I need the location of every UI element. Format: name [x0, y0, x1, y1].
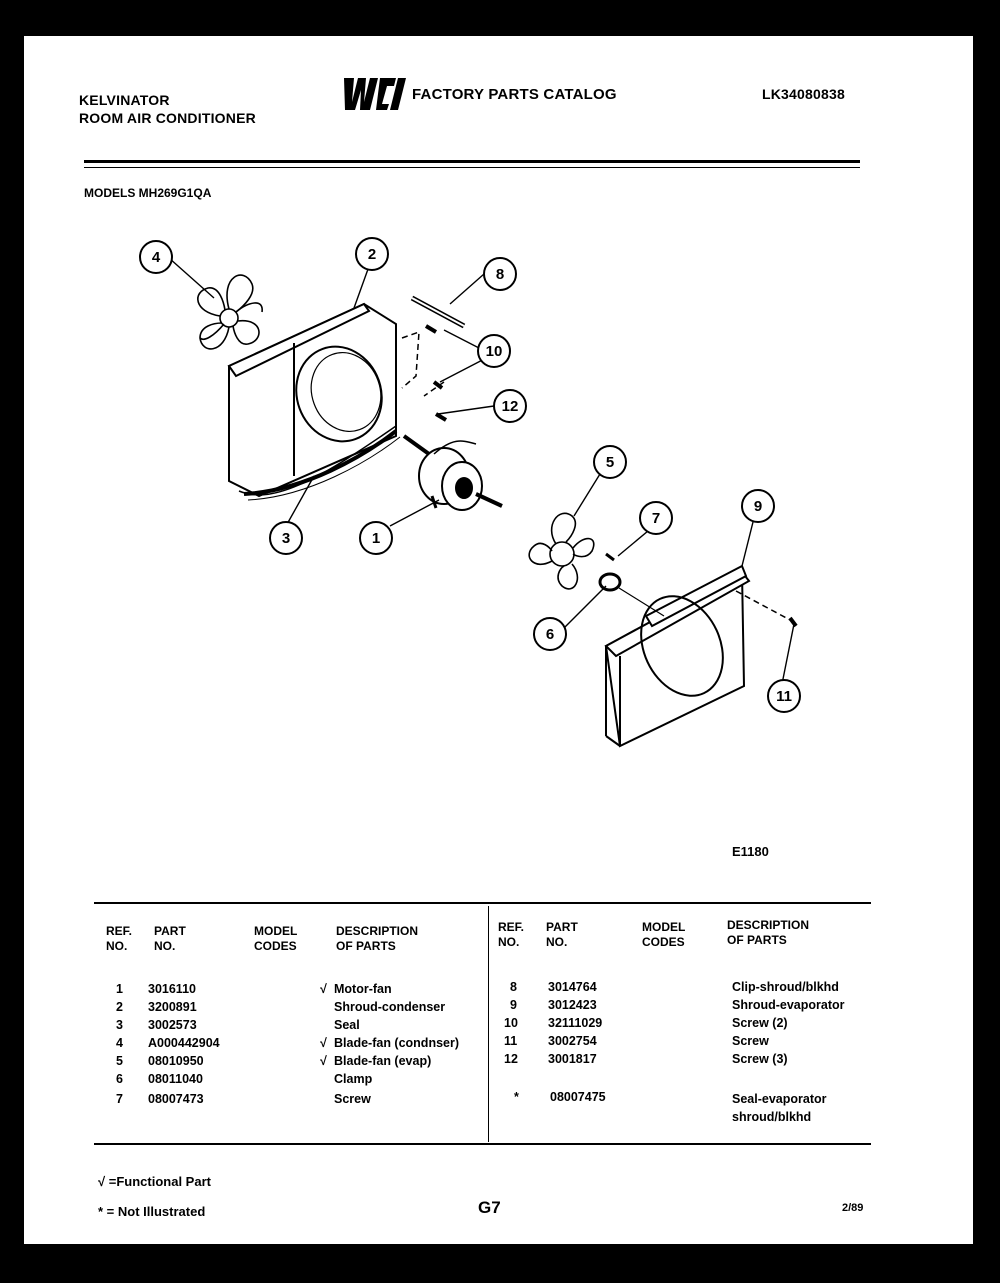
- table-row-part: 08007475: [550, 1090, 606, 1104]
- table-row-part: 32111029: [548, 1016, 603, 1030]
- callout-4: [139, 240, 173, 274]
- callout-2: [355, 237, 389, 271]
- table-rule-top: [94, 902, 871, 904]
- header-rule-top: [84, 160, 860, 163]
- header-rule-bottom: [84, 167, 860, 168]
- callout-10: [477, 334, 511, 368]
- callout-5: [593, 445, 627, 479]
- fan-motor-drawing: [402, 434, 503, 511]
- table-row-ref: 12: [504, 1052, 518, 1066]
- left-header-ref: REF.NO.: [106, 924, 133, 953]
- right-header-ref: REF.NO.: [498, 920, 525, 949]
- table-row-desc: Shroud-condenser: [334, 1000, 446, 1014]
- table-row-ref: 2: [116, 1000, 123, 1014]
- condenser-fan-blade-drawing: [197, 274, 263, 350]
- table-row-desc: Blade-fan (evap): [334, 1054, 432, 1068]
- evaporator-shroud-drawing: [604, 564, 751, 748]
- callout-6: [533, 617, 567, 651]
- callout-8: [483, 257, 517, 291]
- table-row-part: 08011040: [148, 1072, 203, 1086]
- table-row-part: 3200891: [148, 1000, 197, 1014]
- callout-label-7: 7: [652, 510, 660, 527]
- table-row-mark: √: [320, 1054, 327, 1068]
- table-row-ref: 9: [510, 998, 517, 1012]
- callout-label-11: 11: [776, 688, 792, 705]
- revision-date: 2/89: [842, 1202, 864, 1214]
- callout-label-9: 9: [754, 498, 762, 515]
- legend-functional-part: √ =Functional Part: [98, 1174, 211, 1189]
- table-row-desc: Shroud-evaporator: [732, 998, 845, 1012]
- table-row-desc: Clamp: [334, 1072, 373, 1086]
- table-row-ref: 1: [116, 982, 123, 996]
- table-row-part: 3012423: [548, 998, 597, 1012]
- table-row-ref: *: [514, 1090, 519, 1104]
- wci-logo-icon: [344, 78, 406, 110]
- table-row-ref: 10: [504, 1016, 518, 1030]
- table-row-ref: 7: [116, 1092, 123, 1106]
- table-row-part: 3002754: [548, 1034, 597, 1048]
- table-row-ref: 3: [116, 1018, 123, 1032]
- callout-label-12: 12: [502, 398, 519, 415]
- table-row-desc: Clip-shroud/blkhd: [732, 980, 839, 994]
- callout-label-8: 8: [496, 266, 504, 283]
- table-row-ref: 4: [116, 1036, 123, 1050]
- table-rule-bottom: [94, 1143, 871, 1145]
- table-row-ref: 6: [116, 1072, 123, 1086]
- condenser-shroud-drawing: [227, 302, 397, 498]
- callout-12: [493, 389, 527, 423]
- table-row-ref: 8: [510, 980, 517, 994]
- callout-label-4: 4: [152, 249, 161, 266]
- table-column-divider: [488, 906, 489, 1142]
- table-row-part: 3001817: [548, 1052, 597, 1066]
- table-row-ref: 5: [116, 1054, 123, 1068]
- table-row-part: 3016110: [148, 982, 196, 996]
- legend-not-illustrated: * = Not Illustrated: [98, 1204, 206, 1219]
- brand-name: KELVINATOR: [79, 92, 170, 108]
- table-row-desc: Screw (3): [732, 1052, 788, 1066]
- callout-label-5: 5: [606, 454, 614, 471]
- table-row-desc: Screw: [334, 1092, 371, 1106]
- table-row-part: 08010950: [148, 1054, 204, 1068]
- catalog-number: LK34080838: [762, 86, 845, 102]
- callout-label-2: 2: [368, 246, 376, 263]
- models-line: MODELS MH269G1QA: [84, 186, 212, 200]
- callout-circles: [139, 237, 801, 713]
- evaporator-fan-blade-drawing: [528, 512, 595, 590]
- table-row-desc: Screw: [732, 1034, 769, 1048]
- callout-label-3: 3: [282, 530, 290, 547]
- callout-label-6: 6: [546, 626, 554, 643]
- table-row-mark: √: [320, 1036, 327, 1050]
- callout-7: [639, 501, 673, 535]
- table-row-ref: 11: [504, 1034, 518, 1048]
- callout-9: [741, 489, 775, 523]
- callout-label-1: 1: [372, 530, 380, 547]
- catalog-page: KELVINATOR ROOM AIR CONDITIONER FACTORY …: [24, 36, 973, 1244]
- table-row-desc: Motor-fan: [334, 982, 392, 996]
- table-row-desc: Blade-fan (condnser): [334, 1036, 460, 1050]
- table-row-part: 3014764: [548, 980, 597, 994]
- table-row-part: 3002573: [148, 1018, 197, 1032]
- catalog-title: FACTORY PARTS CATALOG: [412, 86, 617, 103]
- product-line: ROOM AIR CONDITIONER: [79, 110, 256, 126]
- callout-label-10: 10: [486, 343, 503, 360]
- table-row-mark: √: [320, 982, 327, 996]
- table-row-part: A000442904: [148, 1036, 220, 1050]
- callout-3: [269, 521, 303, 555]
- diagram-code: E1180: [732, 844, 769, 859]
- table-row-desc: Screw (2): [732, 1016, 788, 1030]
- exploded-parts-diagram: 4 2 8 10 12 3 1 5 7 9 6 11: [139, 237, 801, 748]
- table-row-part: 08007473: [148, 1092, 204, 1106]
- page-number: G7: [478, 1198, 501, 1217]
- callout-1: [359, 521, 393, 555]
- callout-11: [767, 679, 801, 713]
- table-row-desc: Seal: [334, 1018, 360, 1032]
